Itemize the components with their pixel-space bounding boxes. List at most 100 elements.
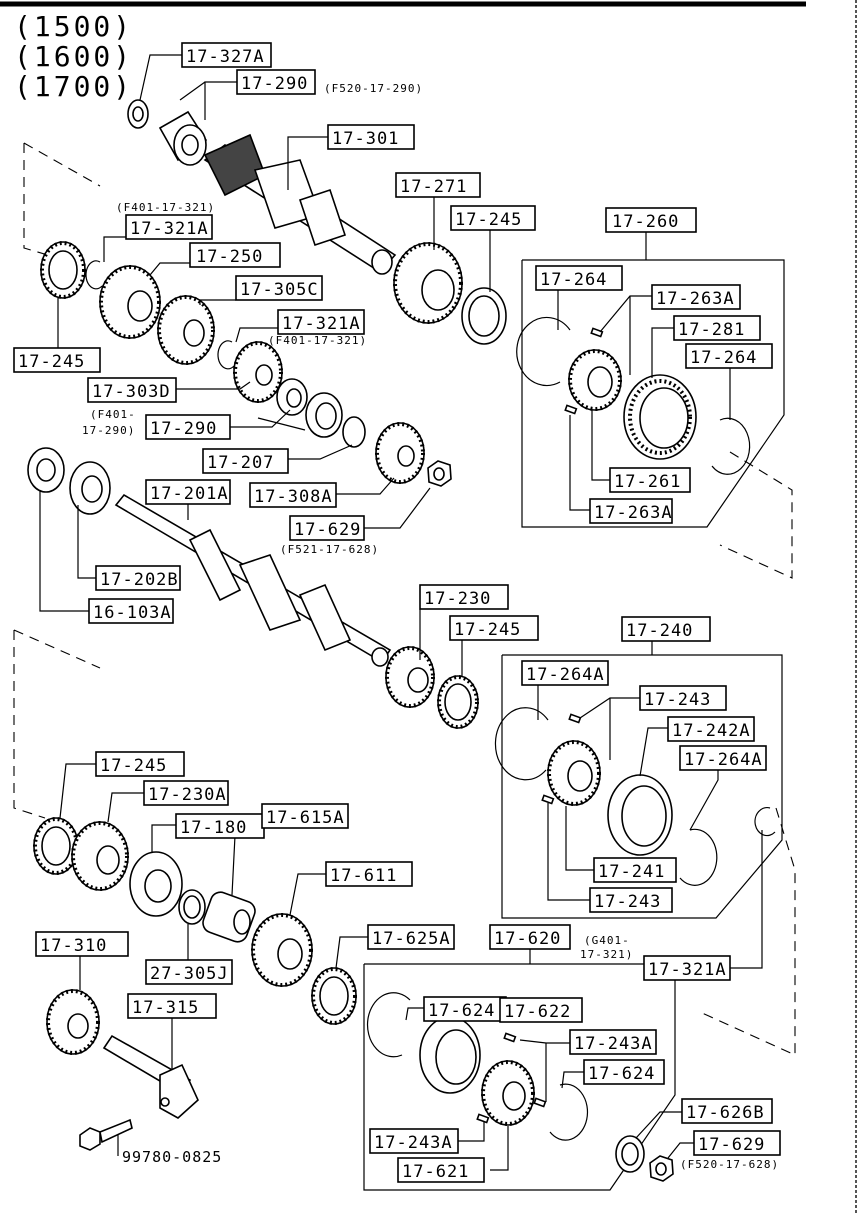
- alt-g401-line2: 17-321): [580, 948, 633, 961]
- sleeve-17-281: [623, 374, 697, 460]
- nut-17-629-a: [427, 460, 452, 487]
- sleeve-17-242A: [607, 774, 673, 856]
- alt-f401-line1: (F401-: [90, 408, 136, 421]
- spacer-17-207: [305, 392, 366, 448]
- alt-g401-line1: (G401-: [584, 934, 630, 947]
- label-17-230: 17-230: [424, 589, 491, 609]
- key-17-263A: [564, 327, 604, 415]
- bearing-17-202B: [69, 461, 111, 515]
- model-1500: (1500): [14, 10, 133, 43]
- label-17-315: 17-315: [132, 998, 199, 1018]
- label-17-263A-a: 17-263A: [656, 289, 735, 309]
- spring-17-264A-a: [494, 707, 549, 781]
- label-17-624-b: 17-624: [588, 1064, 655, 1084]
- key-17-243: [541, 713, 582, 805]
- label-17-629-a: 17-629: [294, 520, 361, 540]
- label-17-264A-b: 17-264A: [684, 750, 763, 770]
- gear-17-308A: [375, 422, 425, 484]
- gear-17-230: [385, 646, 435, 708]
- label-17-243A-b: 17-243A: [374, 1133, 453, 1153]
- gear-17-611: [251, 913, 313, 987]
- alt-f401-line2: 17-290): [82, 424, 135, 437]
- model-1700: (1700): [14, 70, 133, 103]
- spring-17-264-b: [711, 417, 751, 475]
- label-17-615A: 17-615A: [266, 808, 345, 828]
- label-17-308A: 17-308A: [254, 487, 333, 507]
- bearing-17-290-mid: [276, 378, 308, 416]
- label-boxes: [13, 42, 781, 1183]
- alt-f521-17-628: (F521-17-628): [280, 543, 379, 556]
- shaft-17-201A: [114, 493, 392, 667]
- label-17-241: 17-241: [598, 862, 665, 882]
- label-17-180: 17-180: [180, 818, 247, 838]
- label-17-243-a: 17-243: [644, 690, 711, 710]
- label-17-327A: 17-327A: [186, 47, 265, 67]
- gear-17-305C: [157, 295, 215, 365]
- label-17-626B: 17-626B: [686, 1103, 765, 1123]
- label-16-103A: 16-103A: [93, 603, 172, 623]
- gear-17-303D: [233, 341, 283, 403]
- ring-17-245-b: [40, 241, 86, 299]
- leader-lines: [39, 54, 763, 1171]
- label-17-622: 17-622: [504, 1002, 571, 1022]
- label-17-290-mid: 17-290: [150, 419, 217, 439]
- ring-17-245-c: [437, 675, 479, 729]
- dashed-guide-2: [13, 629, 101, 819]
- alt-f520-17-290: (F520-17-290): [324, 82, 423, 95]
- dashed-guide-3: [719, 451, 793, 579]
- dashed-guide-1: [23, 142, 101, 259]
- label-17-321A-c: 17-321A: [648, 960, 727, 980]
- label-17-301: 17-301: [332, 129, 399, 149]
- label-17-245-a: 17-245: [455, 210, 522, 230]
- spring-17-264A-b: [679, 828, 718, 886]
- label-17-245-d: 17-245: [100, 756, 167, 776]
- label-17-263A-b: 17-263A: [594, 503, 673, 523]
- label-17-264-a: 17-264: [540, 270, 607, 290]
- idler-shaft-17-315: [102, 1034, 199, 1119]
- label-17-201A: 17-201A: [150, 484, 229, 504]
- synchro-assembly-17-260-frame: [521, 259, 785, 528]
- nut-17-629-b: [649, 1155, 674, 1182]
- label-17-240: 17-240: [626, 621, 693, 641]
- label-17-245-b: 17-245: [18, 352, 85, 372]
- label-17-321A-b: 17-321A: [282, 314, 361, 334]
- label-17-290-top: 17-290: [241, 74, 308, 94]
- snap-ring-17-321A-a: [85, 260, 103, 290]
- gear-17-271: [393, 242, 463, 324]
- alt-f401-17-321-a: (F401-17-321): [116, 201, 215, 214]
- hub-17-241: [547, 740, 601, 806]
- washer-27-305J: [178, 889, 206, 925]
- washer-17-626B: [615, 1135, 645, 1173]
- dashed-guide-4: [699, 807, 796, 1056]
- alt-f520-17-628: (F520-17-628): [680, 1158, 779, 1171]
- label-17-264A-a: 17-264A: [526, 665, 605, 685]
- hub-17-621: [481, 1060, 535, 1126]
- label-17-621: 17-621: [402, 1162, 469, 1182]
- model-1600: (1600): [14, 40, 133, 73]
- synchro-assembly-17-240-frame: [501, 654, 783, 919]
- bolt-99780-0825: [79, 1118, 133, 1151]
- label-17-260: 17-260: [612, 212, 679, 232]
- spring-17-264-a: [516, 316, 571, 387]
- alt-f401-17-321-b: (F401-17-321): [268, 334, 367, 347]
- synchro-assembly-17-620-frame: [363, 963, 676, 1191]
- sleeve-17-622: [419, 1016, 481, 1094]
- label-17-321A-a: 17-321A: [130, 219, 209, 239]
- seal-17-327A: [127, 99, 149, 129]
- label-17-261: 17-261: [614, 472, 681, 492]
- gear-17-250: [99, 265, 161, 339]
- hub-17-261: [568, 349, 622, 411]
- label-17-281: 17-281: [678, 320, 745, 340]
- shaft-17-301: [203, 133, 397, 275]
- label-17-611: 17-611: [330, 866, 397, 886]
- bearing-17-615A: [202, 891, 256, 943]
- label-17-629-b: 17-629: [698, 1135, 765, 1155]
- label-17-243-b: 17-243: [594, 892, 661, 912]
- label-17-310: 17-310: [40, 936, 107, 956]
- label-17-230A: 17-230A: [148, 785, 227, 805]
- label-17-242A: 17-242A: [672, 721, 751, 741]
- gear-17-230A: [71, 821, 129, 891]
- idler-gear-17-310: [46, 989, 100, 1055]
- label-17-620: 17-620: [494, 929, 561, 949]
